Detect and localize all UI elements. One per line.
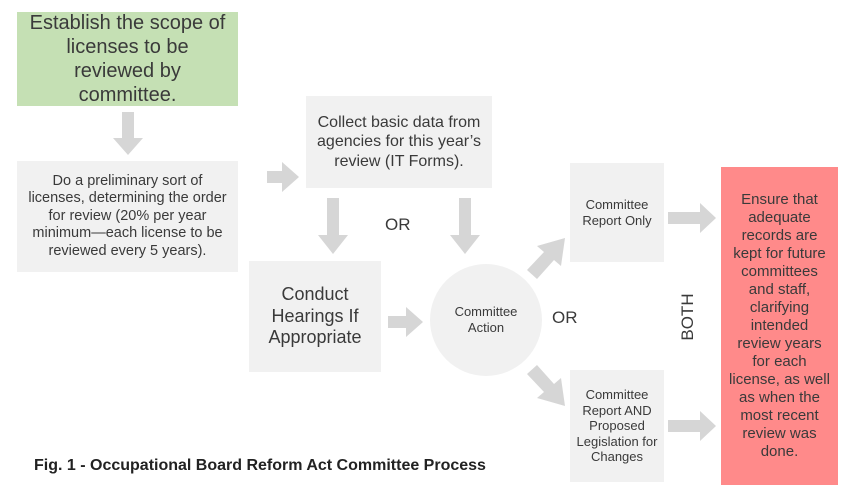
arrow-sort-to-collect	[267, 162, 299, 192]
node-preliminary-sort: Do a preliminary sort of licenses, deter…	[17, 161, 238, 272]
node-preliminary-sort-text: Do a preliminary sort of licenses, deter…	[28, 173, 227, 259]
node-conduct-hearings-text: Conduct Hearings If Appropriate	[268, 284, 362, 348]
arrow-action-to-report-only	[527, 238, 565, 279]
arrow-action-to-report-and	[527, 365, 565, 406]
node-report-and-legislation-text: Committee Report AND Proposed Legislatio…	[576, 387, 658, 465]
label-or-top: OR	[385, 215, 411, 234]
arrow-scope-to-sort	[113, 112, 143, 155]
label-or-mid: OR	[552, 308, 578, 327]
arrow-report-and-to-ensure	[668, 411, 716, 441]
node-report-and-legislation: Committee Report AND Proposed Legislatio…	[570, 370, 664, 482]
figure-caption: Fig. 1 - Occupational Board Reform Act C…	[34, 457, 486, 474]
node-establish-scope: Establish the scope of licenses to be re…	[17, 12, 238, 106]
arrow-collect-to-hearings	[318, 198, 348, 254]
node-report-only: Committee Report Only	[570, 163, 664, 262]
node-report-only-text: Committee Report Only	[582, 196, 652, 228]
node-committee-action-text: Committee Action	[454, 304, 518, 335]
arrow-collect-to-action	[450, 198, 480, 254]
arrow-hearings-to-action	[388, 307, 423, 337]
node-establish-scope-text: Establish the scope of licenses to be re…	[29, 12, 226, 106]
label-both: BOTH	[678, 293, 697, 341]
arrow-report-only-to-ensure	[668, 203, 716, 233]
node-ensure-records-text: Ensure that adequate records are kept fo…	[729, 191, 830, 460]
node-collect-data: Collect basic data from agencies for thi…	[306, 96, 492, 188]
node-ensure-records: Ensure that adequate records are kept fo…	[721, 167, 838, 485]
node-conduct-hearings: Conduct Hearings If Appropriate	[249, 261, 381, 372]
node-committee-action: Committee Action	[430, 264, 542, 376]
node-collect-data-text: Collect basic data from agencies for thi…	[317, 114, 481, 170]
